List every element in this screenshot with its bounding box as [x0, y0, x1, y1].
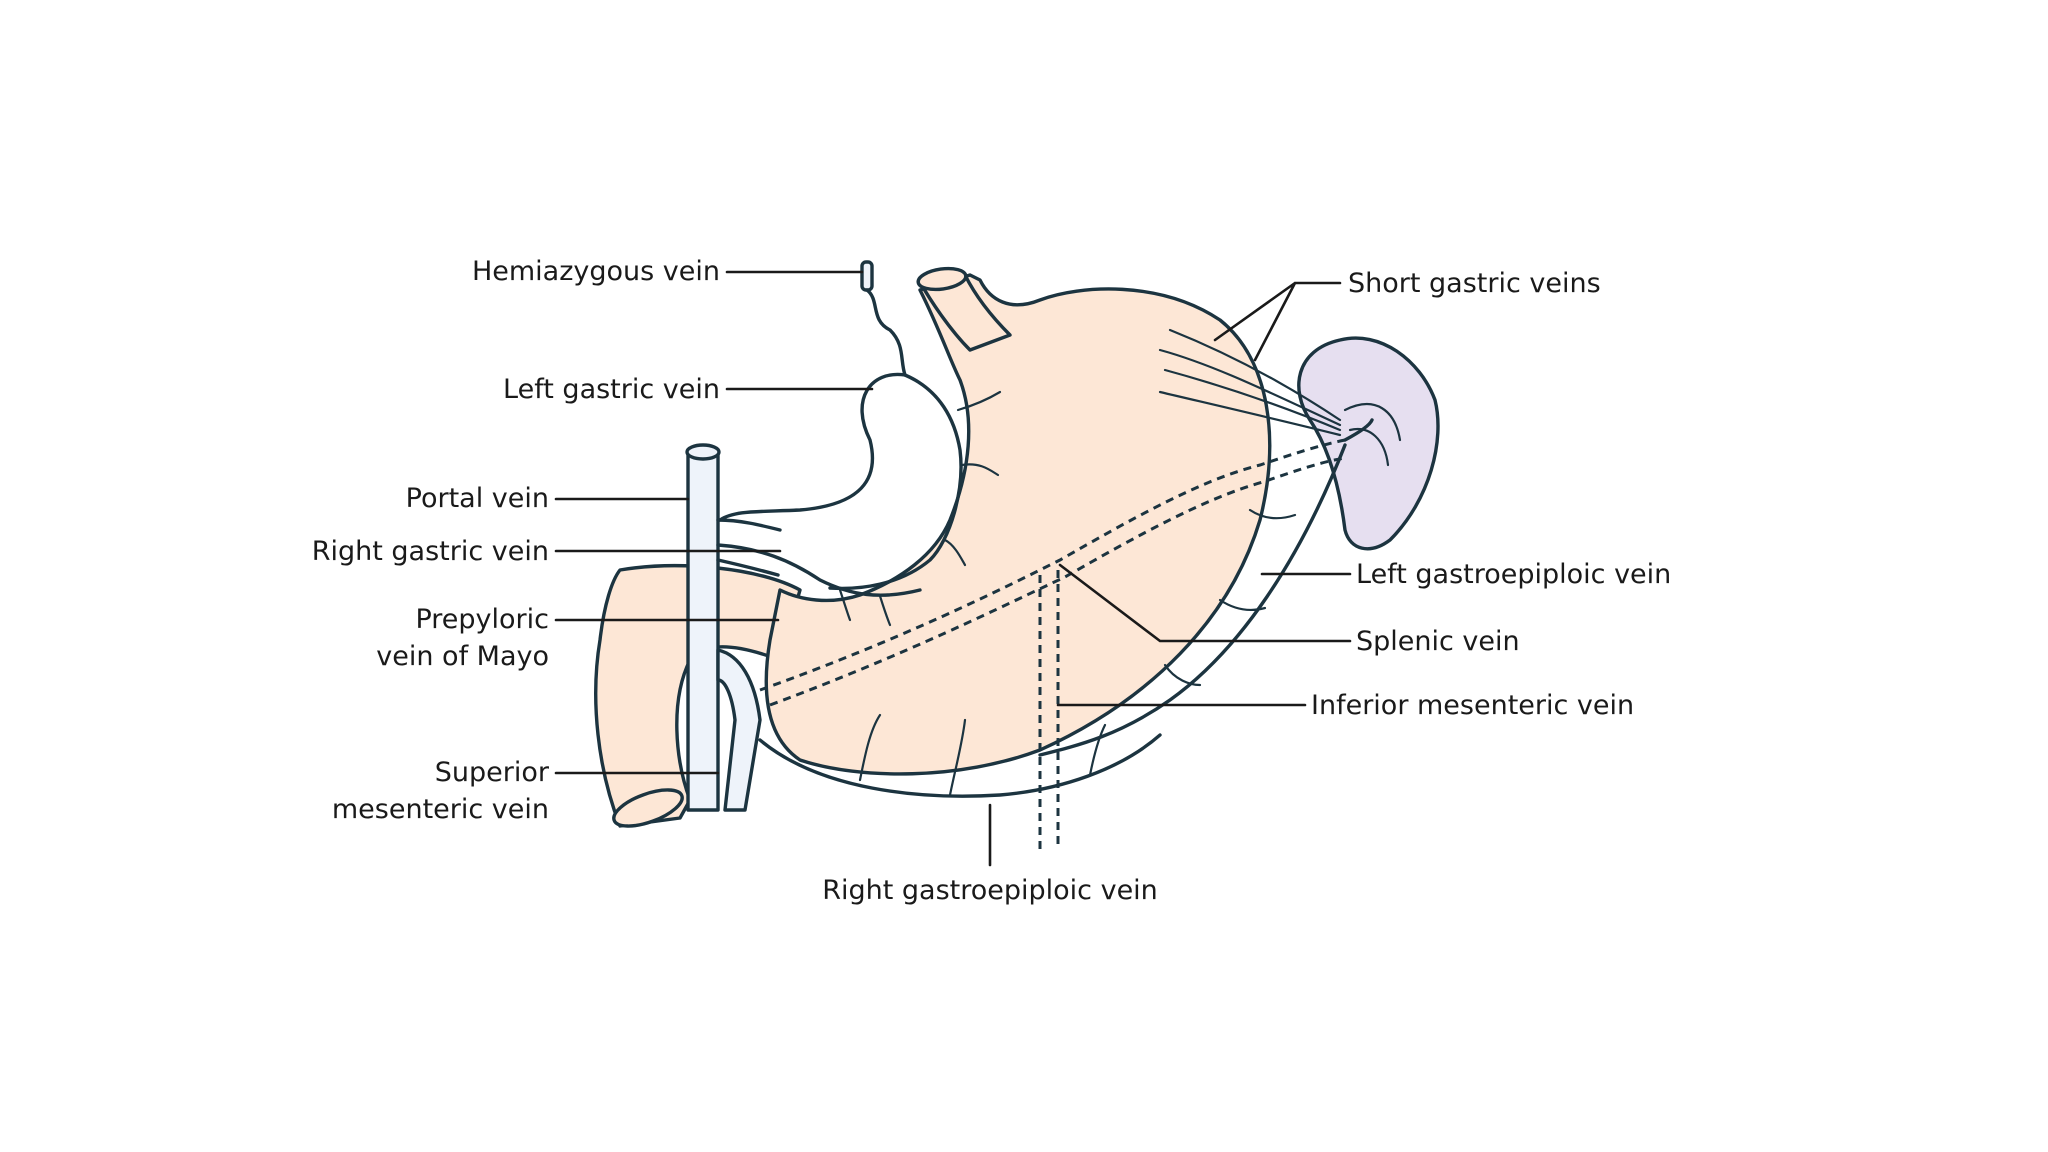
portal-vein	[685, 443, 782, 812]
label-prepyloric-line1: Prepyloric	[415, 604, 549, 635]
hemiazygous-vein	[860, 260, 907, 377]
splenic-leader	[1058, 563, 1352, 643]
label-splenic-vein: Splenic vein	[1356, 626, 1520, 657]
label-superior-mesenteric-line2: mesenteric vein	[332, 794, 549, 825]
left-gastroepiploic-vein	[1038, 443, 1347, 757]
short-gastric-leader	[1213, 281, 1342, 362]
short-gastric-veins	[1158, 328, 1342, 437]
duodenum	[594, 564, 802, 828]
label-inferior-mesenteric-vein: Inferior mesenteric vein	[1311, 690, 1634, 721]
label-left-gastroepiploic-vein: Left gastroepiploic vein	[1356, 559, 1671, 590]
label-portal-vein: Portal vein	[406, 483, 549, 514]
label-right-gastroepiploic-vein: Right gastroepiploic vein	[822, 875, 1158, 906]
inferior-mesenteric-vein	[1038, 570, 1060, 850]
splenic-vein	[759, 418, 1374, 707]
superior-mesenteric-vein	[716, 648, 762, 812]
right-gastroepiploic-vein	[758, 713, 1162, 798]
spleen	[1297, 336, 1440, 551]
label-left-gastric-vein: Left gastric vein	[503, 374, 720, 405]
label-superior-mesenteric-line1: Superior	[435, 757, 550, 788]
stomach	[764, 266, 1272, 776]
label-prepyloric-line2: vein of Mayo	[376, 641, 549, 672]
leader-lines	[554, 270, 1352, 867]
label-right-gastric-vein: Right gastric vein	[312, 536, 549, 567]
label-hemiazygous-vein: Hemiazygous vein	[472, 256, 720, 287]
label-short-gastric-veins: Short gastric veins	[1348, 268, 1601, 299]
labels: Hemiazygous vein Left gastric vein Porta…	[312, 256, 1672, 906]
left-gastric-vein	[718, 372, 1002, 591]
